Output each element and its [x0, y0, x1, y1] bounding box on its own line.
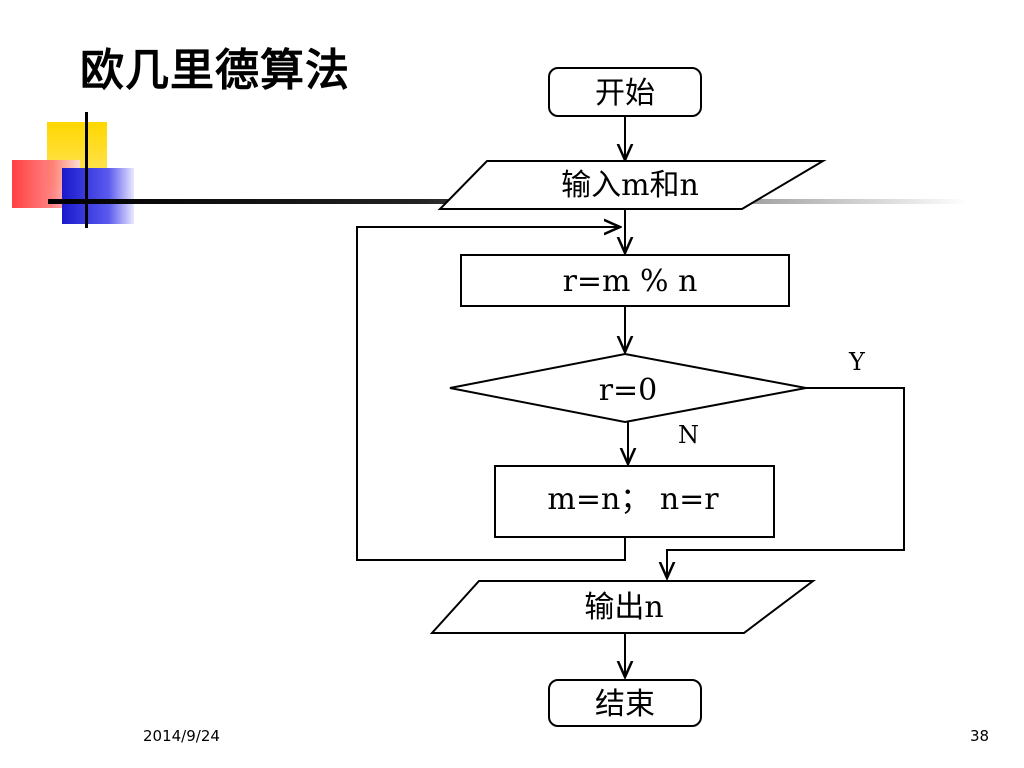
- decision-node: r=0: [449, 352, 807, 424]
- input-node: 输入m和n: [437, 160, 827, 210]
- output-node: 输出n: [429, 580, 816, 634]
- output-label: 输出n: [584, 590, 663, 625]
- footer-date: 2014/9/24: [143, 727, 220, 745]
- swap-label: m=n； n=r: [547, 482, 719, 517]
- swap-node: m=n； n=r: [494, 465, 775, 538]
- slide-title: 欧几里德算法: [80, 45, 350, 96]
- start-node: 开始: [548, 67, 702, 117]
- edge-decision-output: [667, 387, 905, 578]
- decision-label: r=0: [599, 373, 658, 408]
- end-label: 结束: [595, 687, 655, 722]
- start-label: 开始: [595, 76, 655, 111]
- input-label: 输入m和n: [561, 168, 699, 203]
- edge-loop-back: [356, 227, 626, 561]
- mod-node: r=m % n: [460, 254, 790, 307]
- end-node: 结束: [548, 679, 702, 727]
- branch-yes-label: Y: [848, 348, 866, 376]
- decor-vertical-line: [85, 112, 88, 228]
- footer-page-number: 38: [970, 727, 990, 745]
- mod-label: r=m % n: [563, 264, 698, 299]
- branch-no-label: N: [678, 421, 699, 449]
- decor-blue-square: [62, 168, 134, 224]
